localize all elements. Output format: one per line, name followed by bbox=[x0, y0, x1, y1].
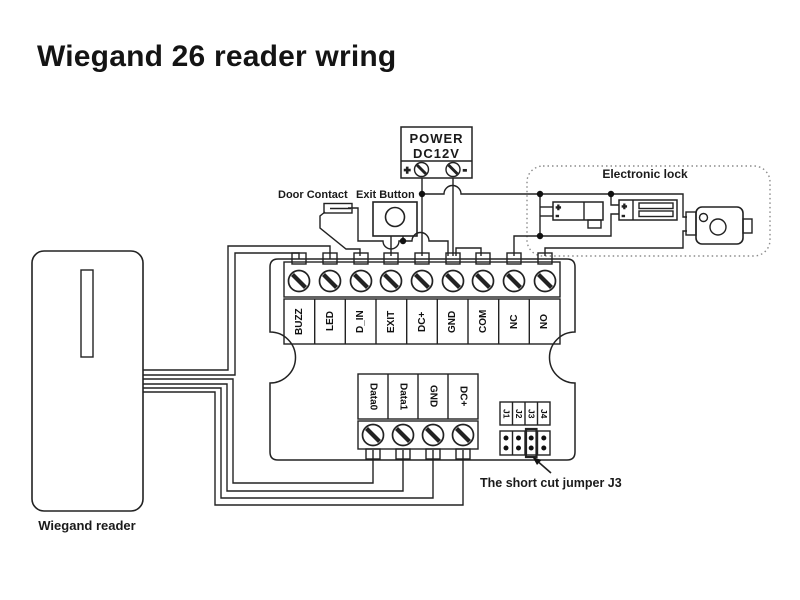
controller-board-outline bbox=[269, 258, 576, 461]
terminal-label-gnd: GND bbox=[447, 310, 459, 333]
terminal-label-com: COM bbox=[478, 309, 489, 334]
terminal-label-nc: NC bbox=[508, 314, 520, 329]
terminal-strip-top bbox=[283, 252, 561, 345]
power-line2: DC12V bbox=[413, 146, 460, 161]
terminal-label-led: LED bbox=[324, 311, 336, 332]
jumper-label-j1: J1 bbox=[501, 408, 512, 419]
bolt-lock-symbol bbox=[552, 201, 604, 229]
terminal-label-dcplus2: DC+ bbox=[457, 386, 469, 407]
maglock-minus-mark: - bbox=[622, 211, 625, 220]
page-title: Wiegand 26 reader wring bbox=[37, 40, 397, 73]
magnetic-lock-symbol bbox=[618, 199, 678, 221]
power-minus-mark: - bbox=[463, 164, 467, 176]
terminal-label-no: NO bbox=[539, 314, 551, 329]
wires bbox=[143, 178, 687, 506]
terminal-label-data0: Data0 bbox=[367, 382, 379, 411]
jumper-label-j3: J3 bbox=[526, 408, 537, 419]
terminal-label-exit: EXIT bbox=[386, 310, 397, 333]
terminal-strip-bottom bbox=[357, 373, 479, 460]
terminal-label-dcplus: DC+ bbox=[416, 311, 428, 332]
electric-strike-symbol bbox=[685, 206, 753, 245]
electronic-lock-dashed-box bbox=[526, 165, 771, 257]
wiegand-reader-symbol bbox=[31, 250, 144, 512]
jumper-arrow bbox=[532, 457, 552, 474]
door-contact-label: Door Contact bbox=[278, 189, 348, 201]
exit-button-label: Exit Button bbox=[356, 189, 415, 201]
bolt-lock-minus-mark: - bbox=[556, 211, 559, 220]
power-line1: POWER bbox=[409, 131, 464, 146]
jumper-block bbox=[499, 401, 551, 459]
door-contact-symbol bbox=[323, 202, 353, 214]
maglock-plus-mark: + bbox=[622, 202, 627, 211]
jumper-note-label: The short cut jumper J3 bbox=[480, 476, 622, 490]
terminal-label-din: D_IN bbox=[355, 310, 367, 333]
bolt-lock-plus-mark: + bbox=[556, 203, 561, 212]
terminal-label-gnd2: GND bbox=[427, 385, 439, 408]
power-supply-symbol bbox=[400, 126, 473, 179]
terminal-label-buzz: BUZZ bbox=[294, 308, 305, 335]
electronic-lock-label: Electronic lock bbox=[602, 167, 688, 181]
power-plus-mark: + bbox=[404, 165, 410, 177]
wiegand-reader-label: Wiegand reader bbox=[38, 518, 136, 533]
exit-button-symbol bbox=[372, 201, 418, 237]
junction-dots bbox=[399, 190, 615, 245]
jumper-j3-cap bbox=[524, 427, 538, 459]
power-supply-label: POWER DC12V bbox=[402, 131, 471, 161]
jumper-label-j2: J2 bbox=[514, 408, 524, 419]
terminal-label-data1: Data1 bbox=[397, 382, 409, 411]
jumper-label-j4: J4 bbox=[539, 408, 549, 419]
